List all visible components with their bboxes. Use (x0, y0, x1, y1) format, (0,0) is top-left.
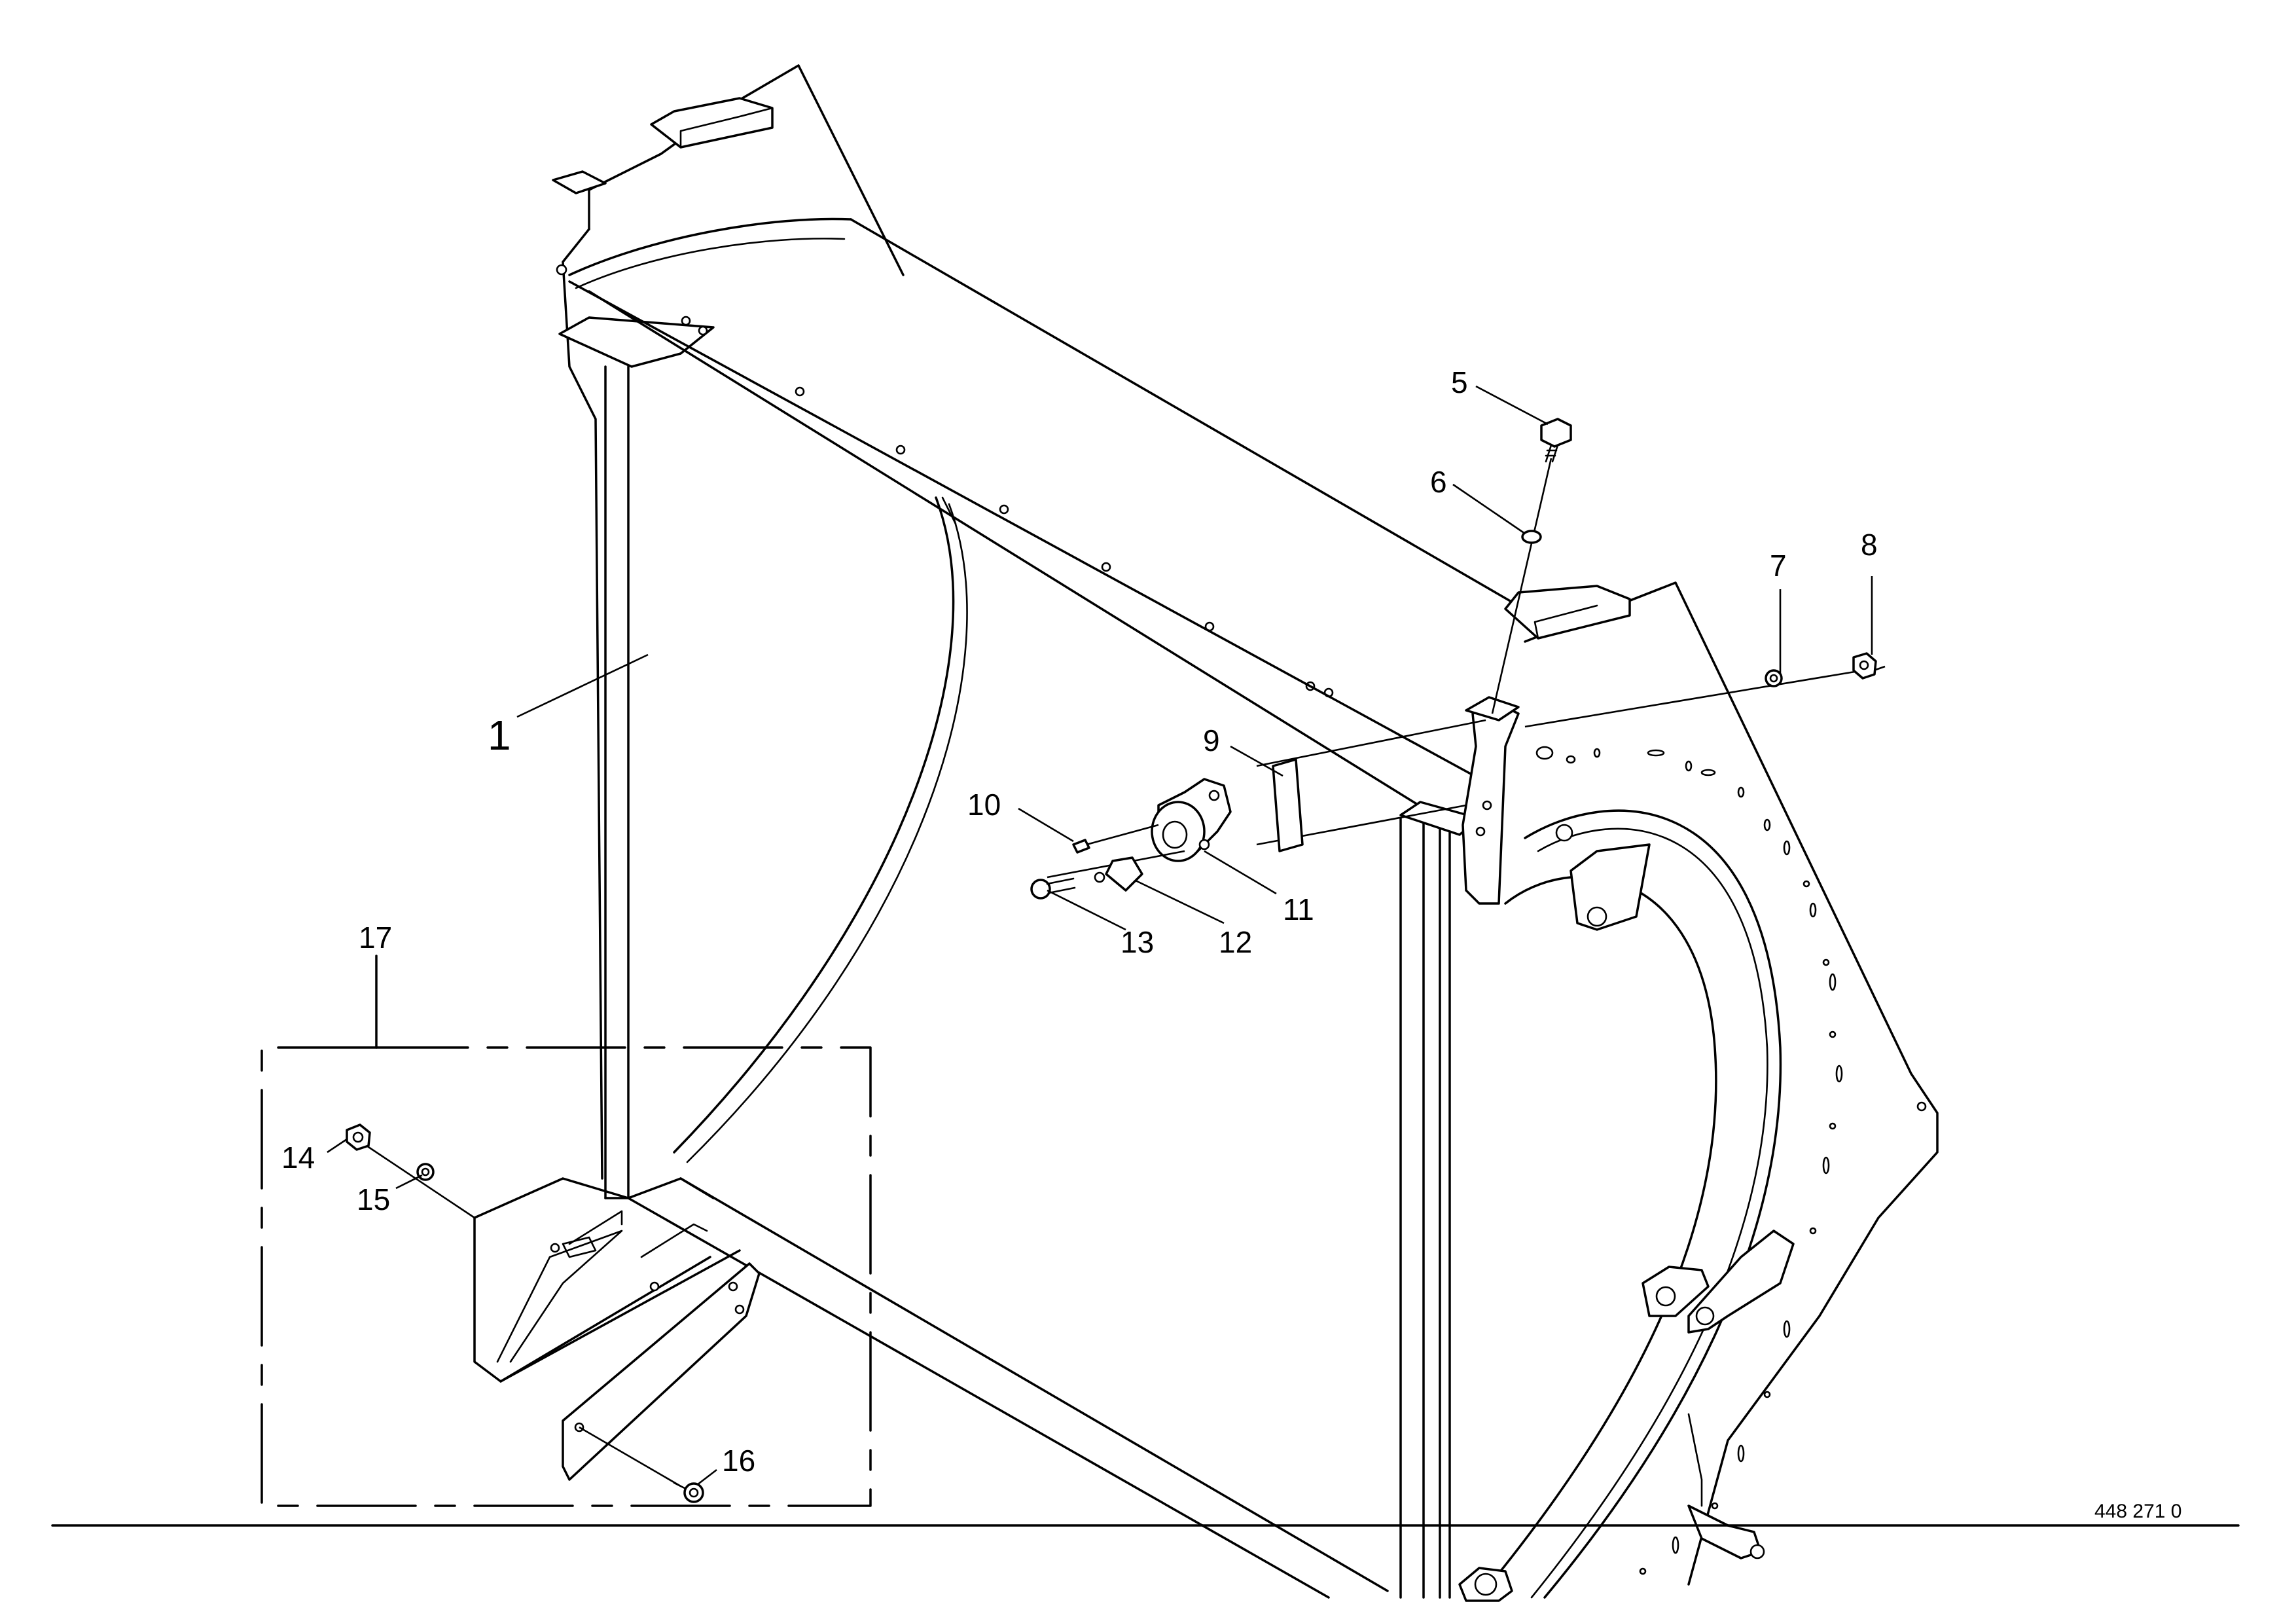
callout-labels: 1 5 6 7 8 9 10 11 12 13 14 15 16 17 (281, 365, 1878, 1478)
callout-15: 15 (357, 1182, 390, 1216)
callout-5: 5 (1451, 365, 1468, 399)
grease-nipple-10 (1072, 839, 1090, 854)
callout-12: 12 (1219, 925, 1252, 959)
callout-8: 8 (1861, 528, 1878, 562)
lower-crossbeam (627, 1177, 1389, 1599)
leader-lines (327, 385, 1873, 1486)
callout-17: 17 (359, 921, 392, 955)
callout-1: 1 (488, 712, 511, 759)
collar-12 (1105, 856, 1143, 892)
detail-box-17 (260, 955, 872, 1507)
bolt-16 (673, 1482, 704, 1503)
right-end-frame (1399, 581, 1939, 1602)
callout-13: 13 (1121, 925, 1154, 959)
callout-10: 10 (967, 788, 1001, 822)
callout-9: 9 (1203, 723, 1220, 757)
top-crossbeam (568, 218, 1559, 1199)
bolt-5 (1540, 418, 1572, 463)
callout-11: 11 (1283, 892, 1314, 926)
callout-7: 7 (1770, 549, 1787, 583)
bolt-13 (1030, 877, 1076, 900)
right-frame-slots (1535, 746, 1927, 1575)
washer-6 (1521, 530, 1542, 544)
hardware-stack (1030, 418, 1886, 900)
bearing-housing-11 (1151, 778, 1232, 862)
left-end-frame (552, 64, 1334, 1180)
callout-14: 14 (281, 1140, 315, 1175)
callout-16: 16 (722, 1444, 755, 1478)
callout-6: 6 (1430, 465, 1447, 499)
plate-9 (1272, 758, 1304, 852)
drawing-number: 448 271 0 (2094, 1501, 2181, 1522)
